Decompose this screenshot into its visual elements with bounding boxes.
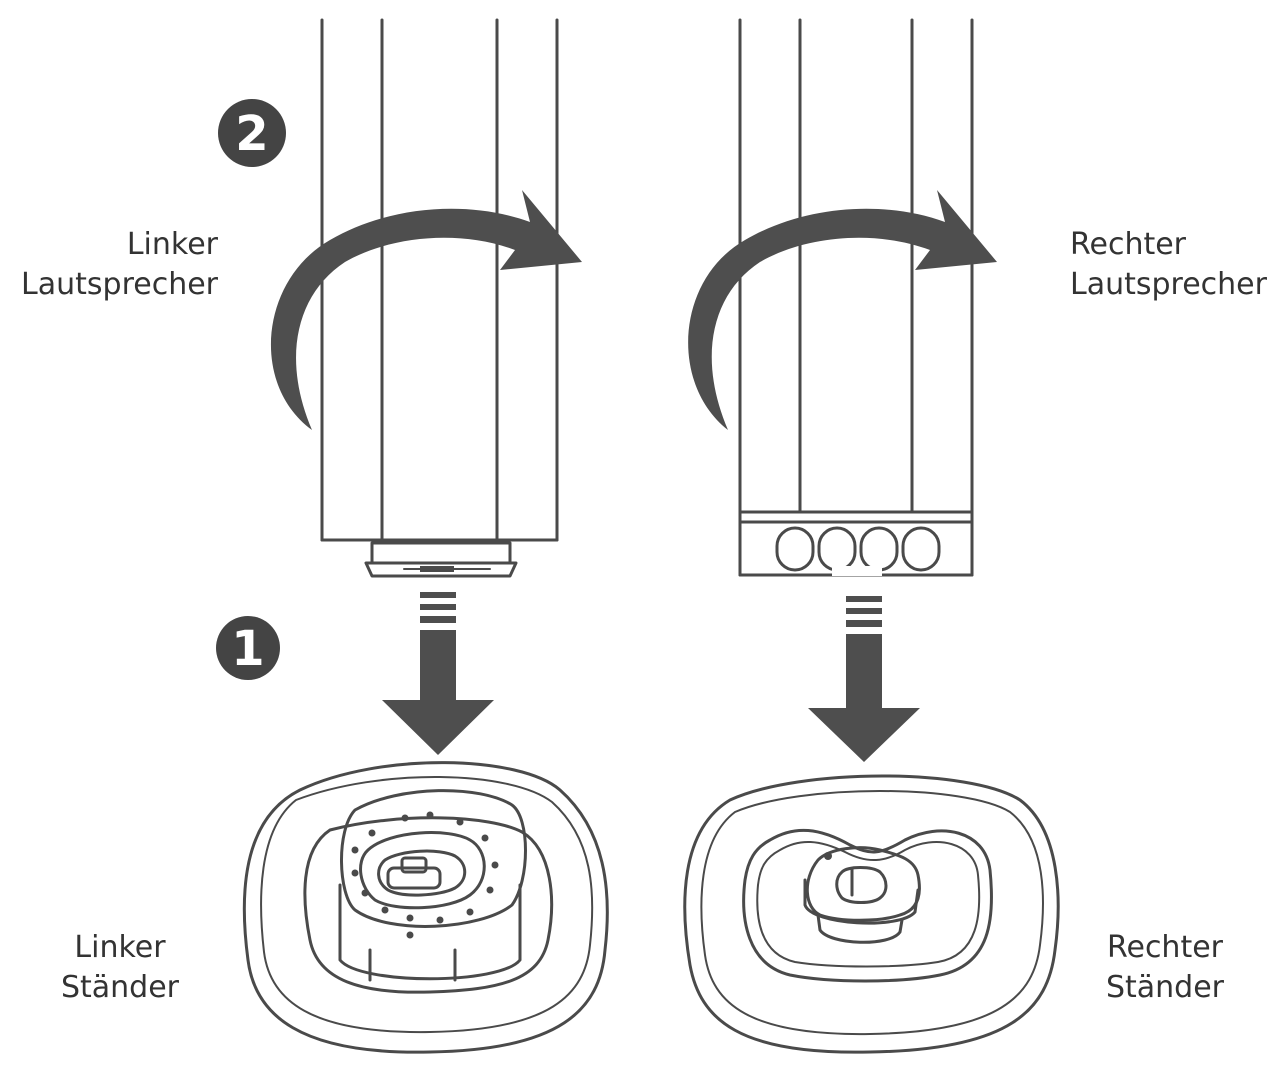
right-speaker-label-line2: Lautsprecher <box>1070 267 1267 302</box>
left-down-arrow-icon <box>382 592 494 755</box>
right-down-arrow-icon <box>808 596 920 762</box>
right-rotate-arrow-icon <box>688 190 997 430</box>
svg-text:2: 2 <box>235 106 268 162</box>
right-stand-label-line1: Rechter <box>1106 930 1223 965</box>
left-speaker <box>320 18 559 578</box>
left-stand-label: Linker Ständer <box>50 928 190 1008</box>
right-speaker-label-line1: Rechter <box>1070 227 1187 262</box>
right-speaker-label: Rechter Lautsprecher <box>1070 225 1267 305</box>
left-stand-label-line2: Ständer <box>60 970 180 1005</box>
right-stand-label: Rechter Ständer <box>1095 928 1235 1008</box>
left-rotate-arrow-icon <box>270 190 582 430</box>
step-badge-1: 1 <box>216 616 280 680</box>
left-speaker-label-line2: Lautsprecher <box>21 267 218 302</box>
left-stand <box>242 761 609 1054</box>
right-stand-label-line2: Ständer <box>1105 970 1225 1005</box>
step-badge-2: 2 <box>218 99 286 167</box>
right-speaker <box>738 18 974 577</box>
left-speaker-label-line1: Linker <box>126 227 218 262</box>
right-stand <box>683 774 1060 1054</box>
svg-text:1: 1 <box>231 621 264 677</box>
left-speaker-label: Linker Lautsprecher <box>8 225 218 305</box>
left-stand-label-line1: Linker <box>74 930 166 965</box>
